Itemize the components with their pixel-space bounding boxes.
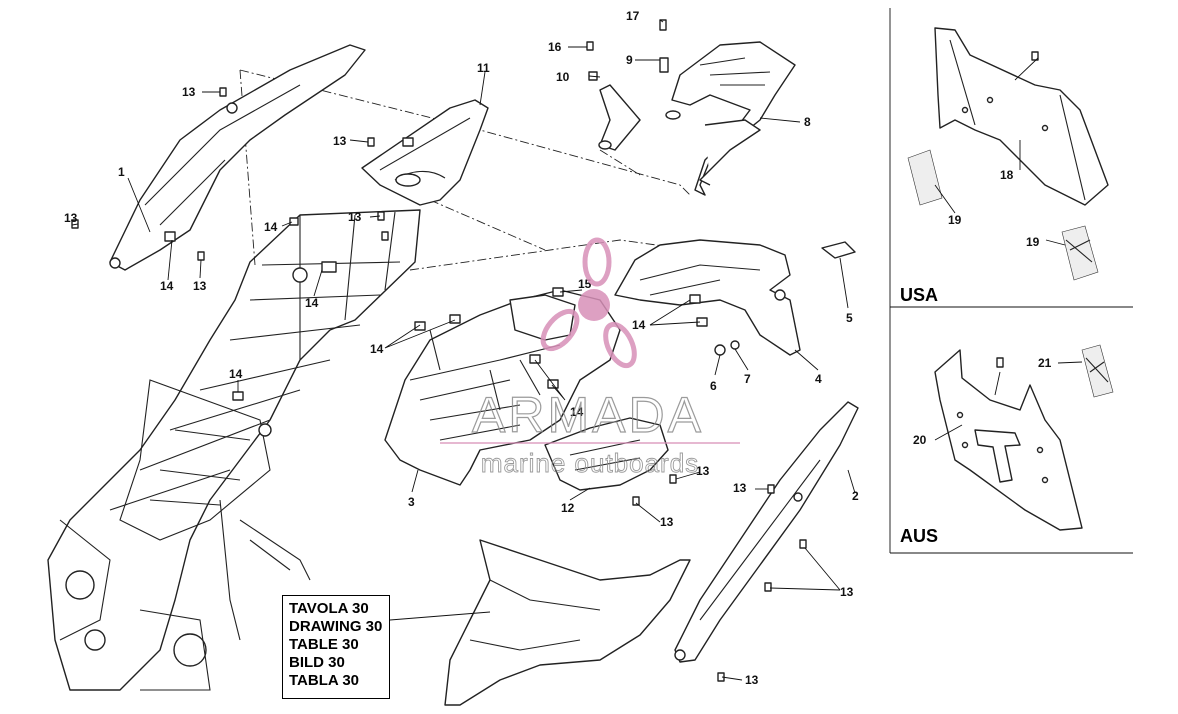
callout-13: 13	[348, 210, 362, 224]
part-4-license-holder	[614, 239, 801, 356]
part-19-reflector	[1061, 225, 1099, 281]
callout-13: 13	[333, 134, 347, 148]
callout-11: 11	[477, 61, 490, 75]
callout-13: 13	[696, 464, 710, 478]
callout-13: 13	[660, 515, 674, 529]
callout-7: 7	[744, 372, 751, 386]
drawing-label-french: TABLE 30	[289, 636, 359, 653]
variant-panel: 18 19 19 USA 21 20 AUS	[889, 8, 1133, 554]
callout-14: 14	[632, 318, 646, 332]
part-6-7-fasteners	[714, 340, 740, 356]
drawing-label-english: DRAWING 30	[289, 618, 383, 635]
callout-20: 20	[913, 433, 927, 447]
callout-17: 17	[626, 9, 640, 23]
callout-1: 1	[118, 165, 125, 179]
callout-19: 19	[948, 213, 962, 227]
watermark-brand: ARMADA	[472, 387, 704, 443]
callout-13: 13	[193, 279, 207, 293]
part-11-tail-cover	[361, 99, 489, 206]
callout-12: 12	[561, 501, 575, 515]
callout-18: 18	[1000, 168, 1014, 182]
callout-16: 16	[548, 40, 562, 54]
callout-14: 14	[229, 367, 243, 381]
callout-9: 9	[626, 53, 633, 67]
watermark-tagline: marine outboards	[481, 448, 699, 478]
callout-13: 13	[182, 85, 196, 99]
callout-8: 8	[804, 115, 811, 129]
drawing-label-german: BILD 30	[289, 654, 345, 671]
watermark: ARMADA marine outboards	[440, 237, 740, 478]
part-20-aus-plate-bracket	[934, 349, 1083, 531]
callout-14: 14	[264, 220, 278, 234]
callout-14: 14	[305, 296, 319, 310]
callout-21: 21	[1038, 356, 1052, 370]
lower-tail-fairing	[444, 539, 691, 706]
region-usa-label: USA	[900, 285, 938, 305]
part-5-bracket	[821, 241, 856, 259]
callout-6: 6	[710, 379, 717, 393]
propeller-logo-icon	[540, 237, 637, 369]
callout-10: 10	[556, 70, 570, 84]
callout-14: 14	[160, 279, 174, 293]
drawing-label-spanish: TABLA 30	[289, 672, 360, 689]
callout-5: 5	[846, 311, 853, 325]
rear-frame	[47, 209, 421, 691]
part-18-usa-plate-bracket	[934, 27, 1109, 206]
part-1-left-side-cover	[109, 44, 366, 271]
region-aus-label: AUS	[900, 526, 938, 546]
callout-19: 19	[1026, 235, 1040, 249]
callout-13: 13	[733, 481, 747, 495]
drawing-label-italian: TAVOLA 30	[289, 600, 369, 617]
callout-13: 13	[840, 585, 854, 599]
callout-3: 3	[408, 495, 415, 509]
part-8-grab-rail	[598, 41, 796, 196]
drawing-title-box: TAVOLA 30 DRAWING 30 TABLE 30 BILD 30 TA…	[282, 595, 390, 699]
callout-13: 13	[745, 673, 759, 687]
part-2-right-side-cover	[674, 401, 859, 663]
callout-13: 13	[64, 211, 78, 225]
callout-14: 14	[570, 405, 584, 419]
callout-14: 14	[370, 342, 384, 356]
part-3-rear-fender	[384, 287, 621, 486]
callout-4: 4	[815, 372, 822, 386]
callout-2: 2	[852, 489, 859, 503]
leader-lines	[71, 19, 856, 681]
part-19-reflector	[907, 149, 943, 206]
